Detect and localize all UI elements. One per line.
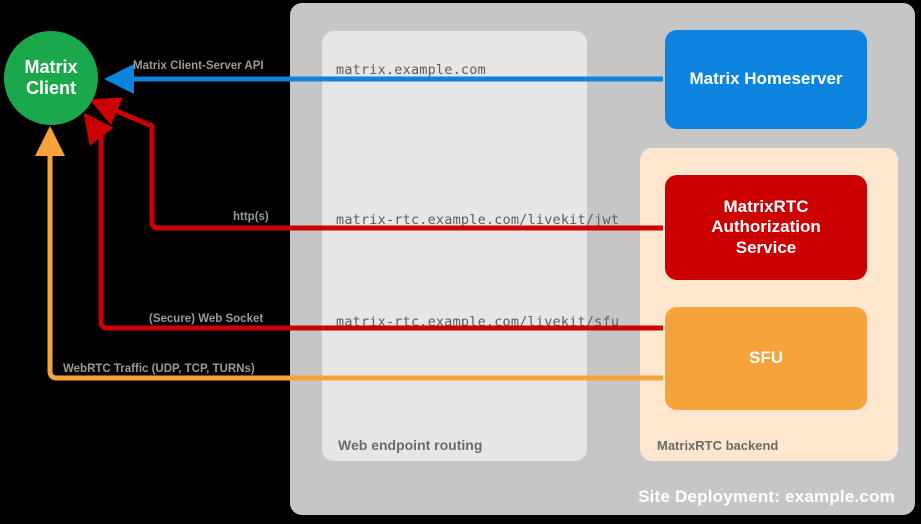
node-auth-line1: MatrixRTC [723,197,809,217]
node-sfu[interactable]: SFU [665,307,867,410]
flow-label-webrtc: WebRTC Traffic (UDP, TCP, TURNs) [63,363,255,375]
node-auth-line3: Service [735,237,797,257]
node-matrixrtc-authorization-service[interactable]: MatrixRTC Authorization Service [665,175,867,280]
site-deployment-label: Site Deployment: example.com [638,487,895,506]
flow-arrow-webrtc [35,125,663,381]
endpoint-url-matrix: matrix.example.com [336,62,486,78]
flow-label-cs-api: Matrix Client-Server API [133,60,264,72]
node-sfu-label: SFU [749,348,783,368]
node-matrix-homeserver[interactable]: Matrix Homeserver [665,30,867,129]
node-matrix-homeserver-label: Matrix Homeserver [689,69,843,89]
web-endpoint-routing-container [322,31,587,461]
node-matrix-client-line1: Matrix [24,56,78,77]
matrixrtc-backend-label: MatrixRTC backend [657,438,779,453]
node-auth-line2: Authorization [711,217,821,237]
flow-label-websocket: (Secure) Web Socket [149,313,264,325]
web-endpoint-routing-label: Web endpoint routing [338,437,483,453]
endpoint-url-livekit-jwt: matrix-rtc.example.com/livekit/jwt [336,212,620,228]
node-matrix-client-line2: Client [25,78,76,98]
flow-arrow-websocket [83,112,663,331]
flow-label-https: http(s) [233,211,269,223]
flow-arrow-https [89,97,663,231]
node-matrix-client[interactable]: Matrix Client [4,31,98,125]
